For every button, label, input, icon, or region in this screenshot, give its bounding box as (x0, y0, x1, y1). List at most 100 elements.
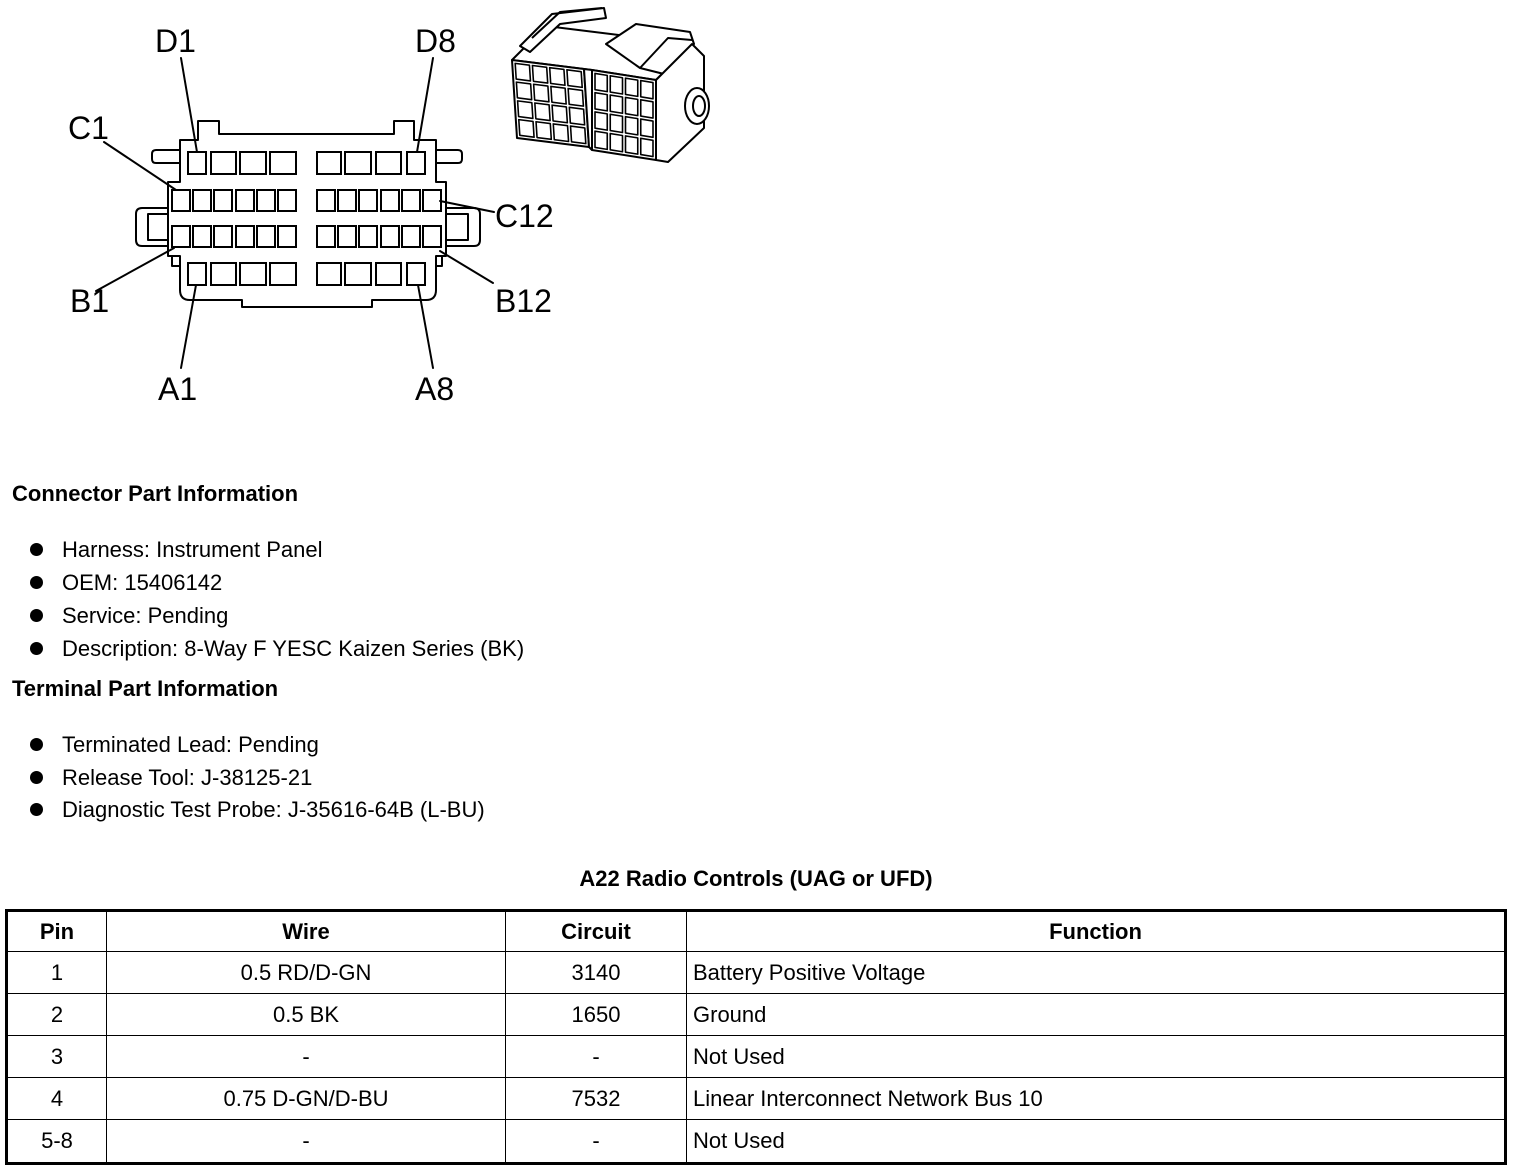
pin-label-d8: D8 (415, 23, 456, 59)
connector-housing (135, 120, 481, 308)
cavity-a4 (269, 262, 297, 286)
connector-left-ear (151, 149, 181, 164)
leader-line-d1 (180, 57, 198, 153)
list-item-text: Description: 8-Way F YESC Kaizen Series … (62, 636, 525, 661)
pin-label-c12: C12 (495, 198, 554, 234)
connector-3d-cell (609, 113, 624, 134)
cavity-b2 (192, 225, 212, 248)
connector-3d-cell (566, 69, 584, 89)
list-item: Harness: Instrument Panel (0, 533, 524, 566)
cavity-d6 (344, 151, 372, 175)
terminal-cavities (171, 151, 442, 286)
list-item: Service: Pending (0, 599, 524, 632)
cavity-b6 (277, 225, 297, 248)
connector-3d-cell (609, 132, 624, 153)
cavity-c1 (171, 189, 191, 212)
cell-wire: 0.5 BK (107, 994, 506, 1036)
bullet-icon (30, 803, 43, 817)
cell-function: Battery Positive Voltage (687, 952, 1504, 994)
pin-label-d1: D1 (155, 23, 196, 59)
pin-label-a8: A8 (415, 371, 454, 407)
cavity-c7 (316, 189, 336, 212)
cavity-d5 (316, 151, 342, 175)
cell-wire: 0.5 RD/D-GN (107, 952, 506, 994)
cell-circuit: 3140 (506, 952, 687, 994)
connector-3d-cell (534, 102, 551, 122)
connector-3d-post-hole (692, 95, 706, 117)
cavity-b3 (213, 225, 233, 248)
leader-line-c12 (439, 200, 495, 213)
cell-pin: 4 (8, 1078, 107, 1120)
terminal-part-info-heading: Terminal Part Information (12, 676, 279, 701)
connector-3d-cell (624, 96, 639, 117)
cavity-d3 (239, 151, 267, 175)
cavity-a2 (210, 262, 237, 286)
connector-3d-cell (639, 99, 654, 119)
cavity-b12 (422, 225, 442, 248)
cavity-d7 (375, 151, 402, 175)
connector-3d-top-rail (519, 7, 607, 53)
cavity-b5 (256, 225, 276, 248)
bullet-icon (30, 542, 43, 556)
connector-3d-cell (568, 106, 586, 126)
connector-3d-cells (514, 62, 654, 158)
cell-function: Not Used (693, 1128, 785, 1153)
connector-right-ear (435, 149, 463, 164)
connector-3d-cell (531, 64, 549, 84)
bullet-icon (30, 608, 43, 622)
leader-line-c1 (103, 141, 177, 191)
cavity-d2 (210, 151, 237, 175)
leader-line-d8 (416, 57, 434, 153)
list-item-text: OEM: 15406142 (62, 570, 223, 595)
connector-3d-cell (624, 77, 639, 98)
connector-3d-cell (516, 100, 534, 120)
table-header-row: Pin Wire Circuit Function (8, 912, 1504, 952)
connector-diagram: D1 D8 C1 C12 B1 B12 A1 A8 (68, 7, 710, 407)
column-header-wire: Wire (107, 912, 506, 952)
cell-function: Not Used (687, 1036, 1504, 1078)
cell-pin: 2 (8, 994, 107, 1036)
cavity-b10 (380, 225, 400, 248)
bullet-icon (30, 575, 43, 589)
bullet-icon (30, 641, 43, 655)
cavity-c10 (380, 189, 400, 212)
column-header-function: Function (687, 912, 1504, 952)
connector-3d-cell (550, 85, 567, 105)
cavity-c6 (277, 189, 297, 212)
connector-3d-cell (548, 66, 566, 87)
connector-3d-latch-ridge (639, 37, 693, 69)
leader-line-a8 (417, 284, 434, 369)
cavity-a1 (187, 262, 207, 286)
cavity-a6 (344, 262, 372, 286)
connector-3d-cell (609, 75, 624, 95)
connector-3d-cell (552, 123, 570, 143)
connector-3d-cell (517, 118, 535, 138)
cell-wire: - (107, 1036, 506, 1078)
cavity-a5 (316, 262, 342, 286)
cell-pin: 1 (8, 952, 107, 994)
cavity-c12 (422, 189, 442, 212)
connector-3d-side-face (655, 43, 705, 163)
table-title: A22 Radio Controls (UAG or UFD) (579, 866, 933, 891)
cavity-b7 (316, 225, 336, 248)
connector-right-notch (435, 255, 443, 267)
cell-circuit: 7532 (506, 1078, 687, 1120)
connector-3d-cells-right (594, 72, 654, 158)
cavity-d8 (406, 151, 426, 175)
leader-line-b12 (439, 250, 494, 284)
cavity-b8 (337, 225, 357, 248)
cavity-b11 (401, 225, 421, 248)
cavity-c3 (213, 189, 233, 212)
list-item-text: Harness: Instrument Panel (62, 537, 323, 562)
leader-lines (95, 57, 495, 369)
connector-left-notch (171, 255, 181, 267)
cell-function: Linear Interconnect Network Bus 10 (687, 1078, 1504, 1120)
list-item: Release Tool: J-38125-21 (0, 762, 485, 795)
pin-label-a1: A1 (158, 371, 197, 407)
cell-wire: 0.75 D-GN/D-BU (107, 1078, 506, 1120)
bullet-icon (30, 770, 43, 784)
cavity-a8 (406, 262, 426, 286)
list-item: Diagnostic Test Probe: J-35616-64B (L-BU… (0, 794, 485, 827)
cavity-c4 (235, 189, 255, 212)
connector-part-info-heading: Connector Part Information (12, 481, 299, 506)
